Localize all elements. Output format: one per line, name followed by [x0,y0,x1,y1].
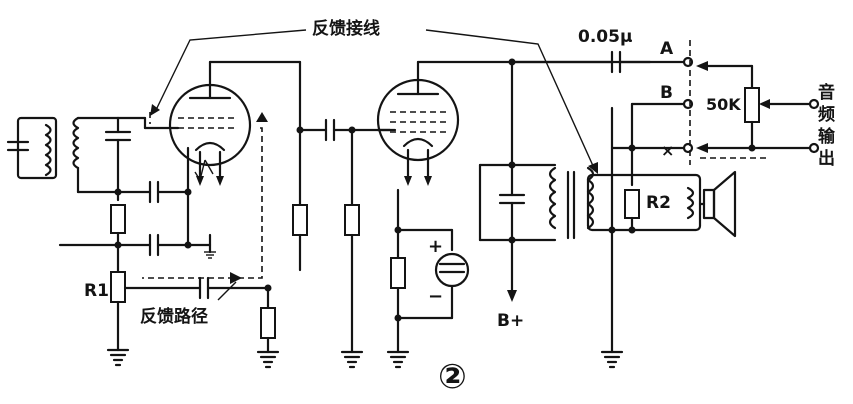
bias-network [58,146,216,259]
volume-control: 50K [696,61,820,159]
audio-output-char-2: 频 [818,104,835,125]
ground-symbol [106,348,130,367]
junction-dots [114,58,756,322]
cross-mark: × [661,141,674,160]
grid-tank-circuit [72,116,147,202]
feedback-connection-label: 反馈接线 [312,18,380,39]
bias-resistor [110,204,126,234]
output-ground [600,106,624,369]
stage2-cathode-network: + − [386,188,470,369]
r2-resistor: R2 × [624,141,674,232]
feedback-path-label: 反馈路径 [140,306,208,327]
audio-output-char-1: 音 [818,82,835,103]
b-plus-supply: B+ [478,60,557,331]
vacuum-tube-1 [143,60,302,186]
plus-sign: + [428,236,443,257]
r2-label: R2 [646,193,671,213]
grid-return-resistor [256,286,280,369]
stage2-grid-resistor [340,128,364,369]
feedback-connection-pointer: 反馈接线 [150,18,598,174]
minus-sign: − [428,286,443,307]
figure-number-label: ② [438,357,467,397]
output-coupling-capacitor: 0.05μ [510,27,686,74]
r1-label: R1 [84,281,109,301]
figure-number: ② [438,357,467,397]
b-plus-label: B+ [497,311,524,331]
audio-output-char-4: 出 [818,148,835,169]
input-tank-circuit [6,116,58,180]
output-terminals: A B [610,39,694,165]
capacitor-value: 0.05μ [578,27,632,47]
terminal-a-label: A [660,39,674,59]
speaker-icon [698,170,737,238]
terminal-b-label: B [660,83,673,103]
output-transformer [510,163,702,240]
feedback-path: 反馈路径 [140,112,268,327]
potentiometer-label: 50K [706,95,741,114]
audio-output-label: 音 频 输 出 [818,82,836,169]
stage1-plate-load [292,60,397,272]
audio-output-char-3: 输 [818,126,836,147]
r1-potentiometer: R1 [84,243,270,352]
